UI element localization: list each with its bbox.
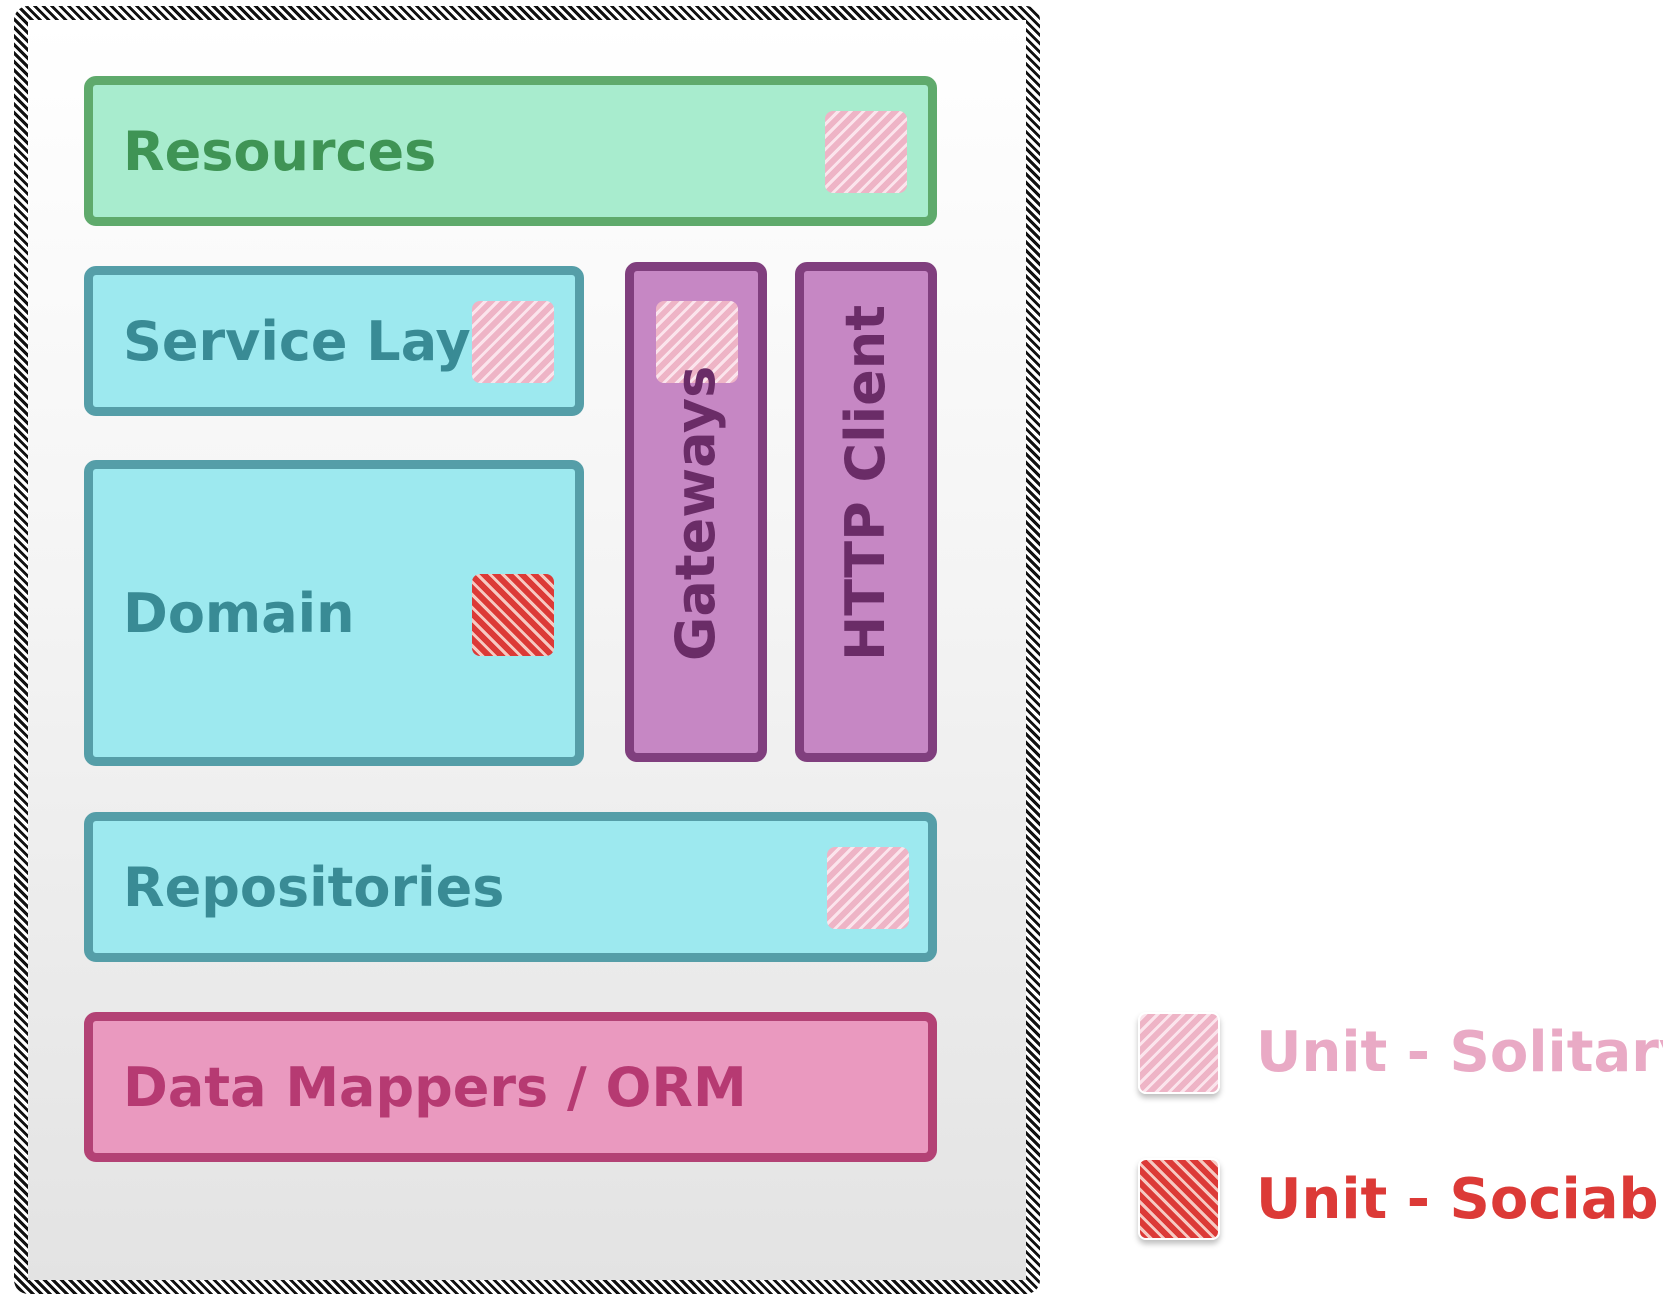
sociable-hatch-icon <box>472 574 554 656</box>
gateways-box: Gateways <box>625 262 767 762</box>
data-mappers-label: Data Mappers / ORM <box>123 1056 747 1119</box>
legend-sociable-label: Unit - Sociable <box>1256 1167 1663 1232</box>
solitary-hatch-icon <box>472 301 554 383</box>
sociable-hatch-icon <box>1138 1158 1220 1240</box>
domain-label: Domain <box>123 582 355 645</box>
repositories-box: Repositories <box>84 812 937 962</box>
solitary-hatch-icon <box>825 111 907 193</box>
http-client-box: HTTP Client <box>795 262 937 762</box>
repositories-label: Repositories <box>123 856 505 919</box>
gateways-label: Gateways <box>664 365 727 661</box>
domain-box: Domain <box>84 460 584 766</box>
legend-solitary-label: Unit - Solitary <box>1256 1020 1663 1085</box>
solitary-hatch-icon <box>827 847 909 929</box>
service-layer-box: Service Layer <box>84 266 584 416</box>
data-mappers-box: Data Mappers / ORM <box>84 1012 937 1162</box>
http-client-label: HTTP Client <box>834 304 897 661</box>
solitary-hatch-icon <box>656 301 738 383</box>
service-layer-label: Service Layer <box>123 310 534 373</box>
service-boundary: Resources Service Layer Domain Gateways … <box>14 6 1040 1294</box>
resources-box: Resources <box>84 76 937 226</box>
resources-label: Resources <box>123 120 437 183</box>
solitary-hatch-icon <box>1138 1012 1220 1094</box>
